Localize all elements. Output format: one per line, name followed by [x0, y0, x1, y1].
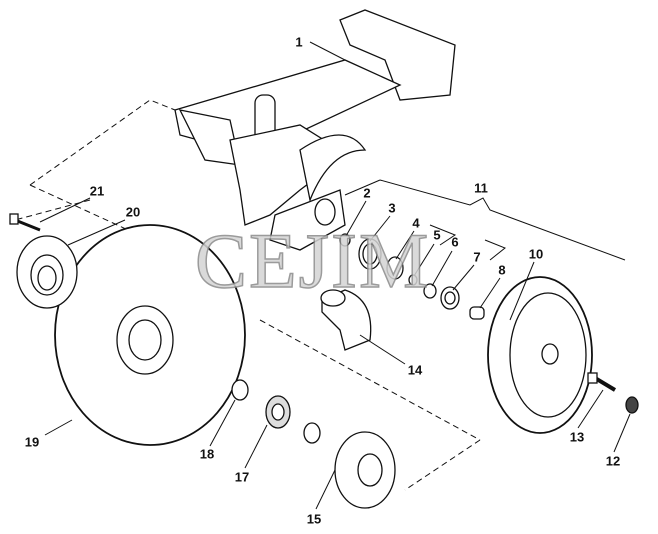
part-label-19: 19	[24, 434, 40, 450]
watermark: CEJIM	[194, 217, 431, 304]
part-label-1: 1	[295, 34, 303, 50]
part-label-15: 15	[306, 511, 322, 527]
spacer-bracket-14	[320, 289, 372, 351]
part-label-14: 14	[407, 362, 423, 378]
part-label-5: 5	[433, 227, 441, 243]
part-label-10: 10	[528, 246, 544, 262]
bolt-21	[9, 213, 41, 232]
part-label-8: 8	[498, 262, 506, 278]
toothed-disc-19	[54, 224, 246, 446]
hub-20	[16, 235, 78, 309]
part-label-4: 4	[412, 215, 420, 231]
part-label-20: 20	[125, 204, 141, 220]
part-label-18: 18	[199, 446, 215, 462]
part-label-12: 12	[605, 453, 621, 469]
lower-bearing-parts	[231, 379, 396, 509]
part-label-2: 2	[363, 185, 371, 201]
bearing-stack	[339, 233, 485, 320]
part-label-13: 13	[569, 429, 585, 445]
washer-12	[625, 396, 639, 414]
part-label-3: 3	[388, 200, 396, 216]
part-label-17: 17	[234, 469, 250, 485]
part-label-21: 21	[89, 183, 105, 199]
leader-lines	[39, 41, 631, 510]
frame-arm	[174, 9, 456, 251]
part-label-7: 7	[473, 249, 481, 265]
part-label-11: 11	[474, 180, 488, 196]
bolt-13	[587, 372, 617, 392]
disc-blade-10	[487, 276, 593, 434]
part-label-6: 6	[451, 234, 459, 250]
